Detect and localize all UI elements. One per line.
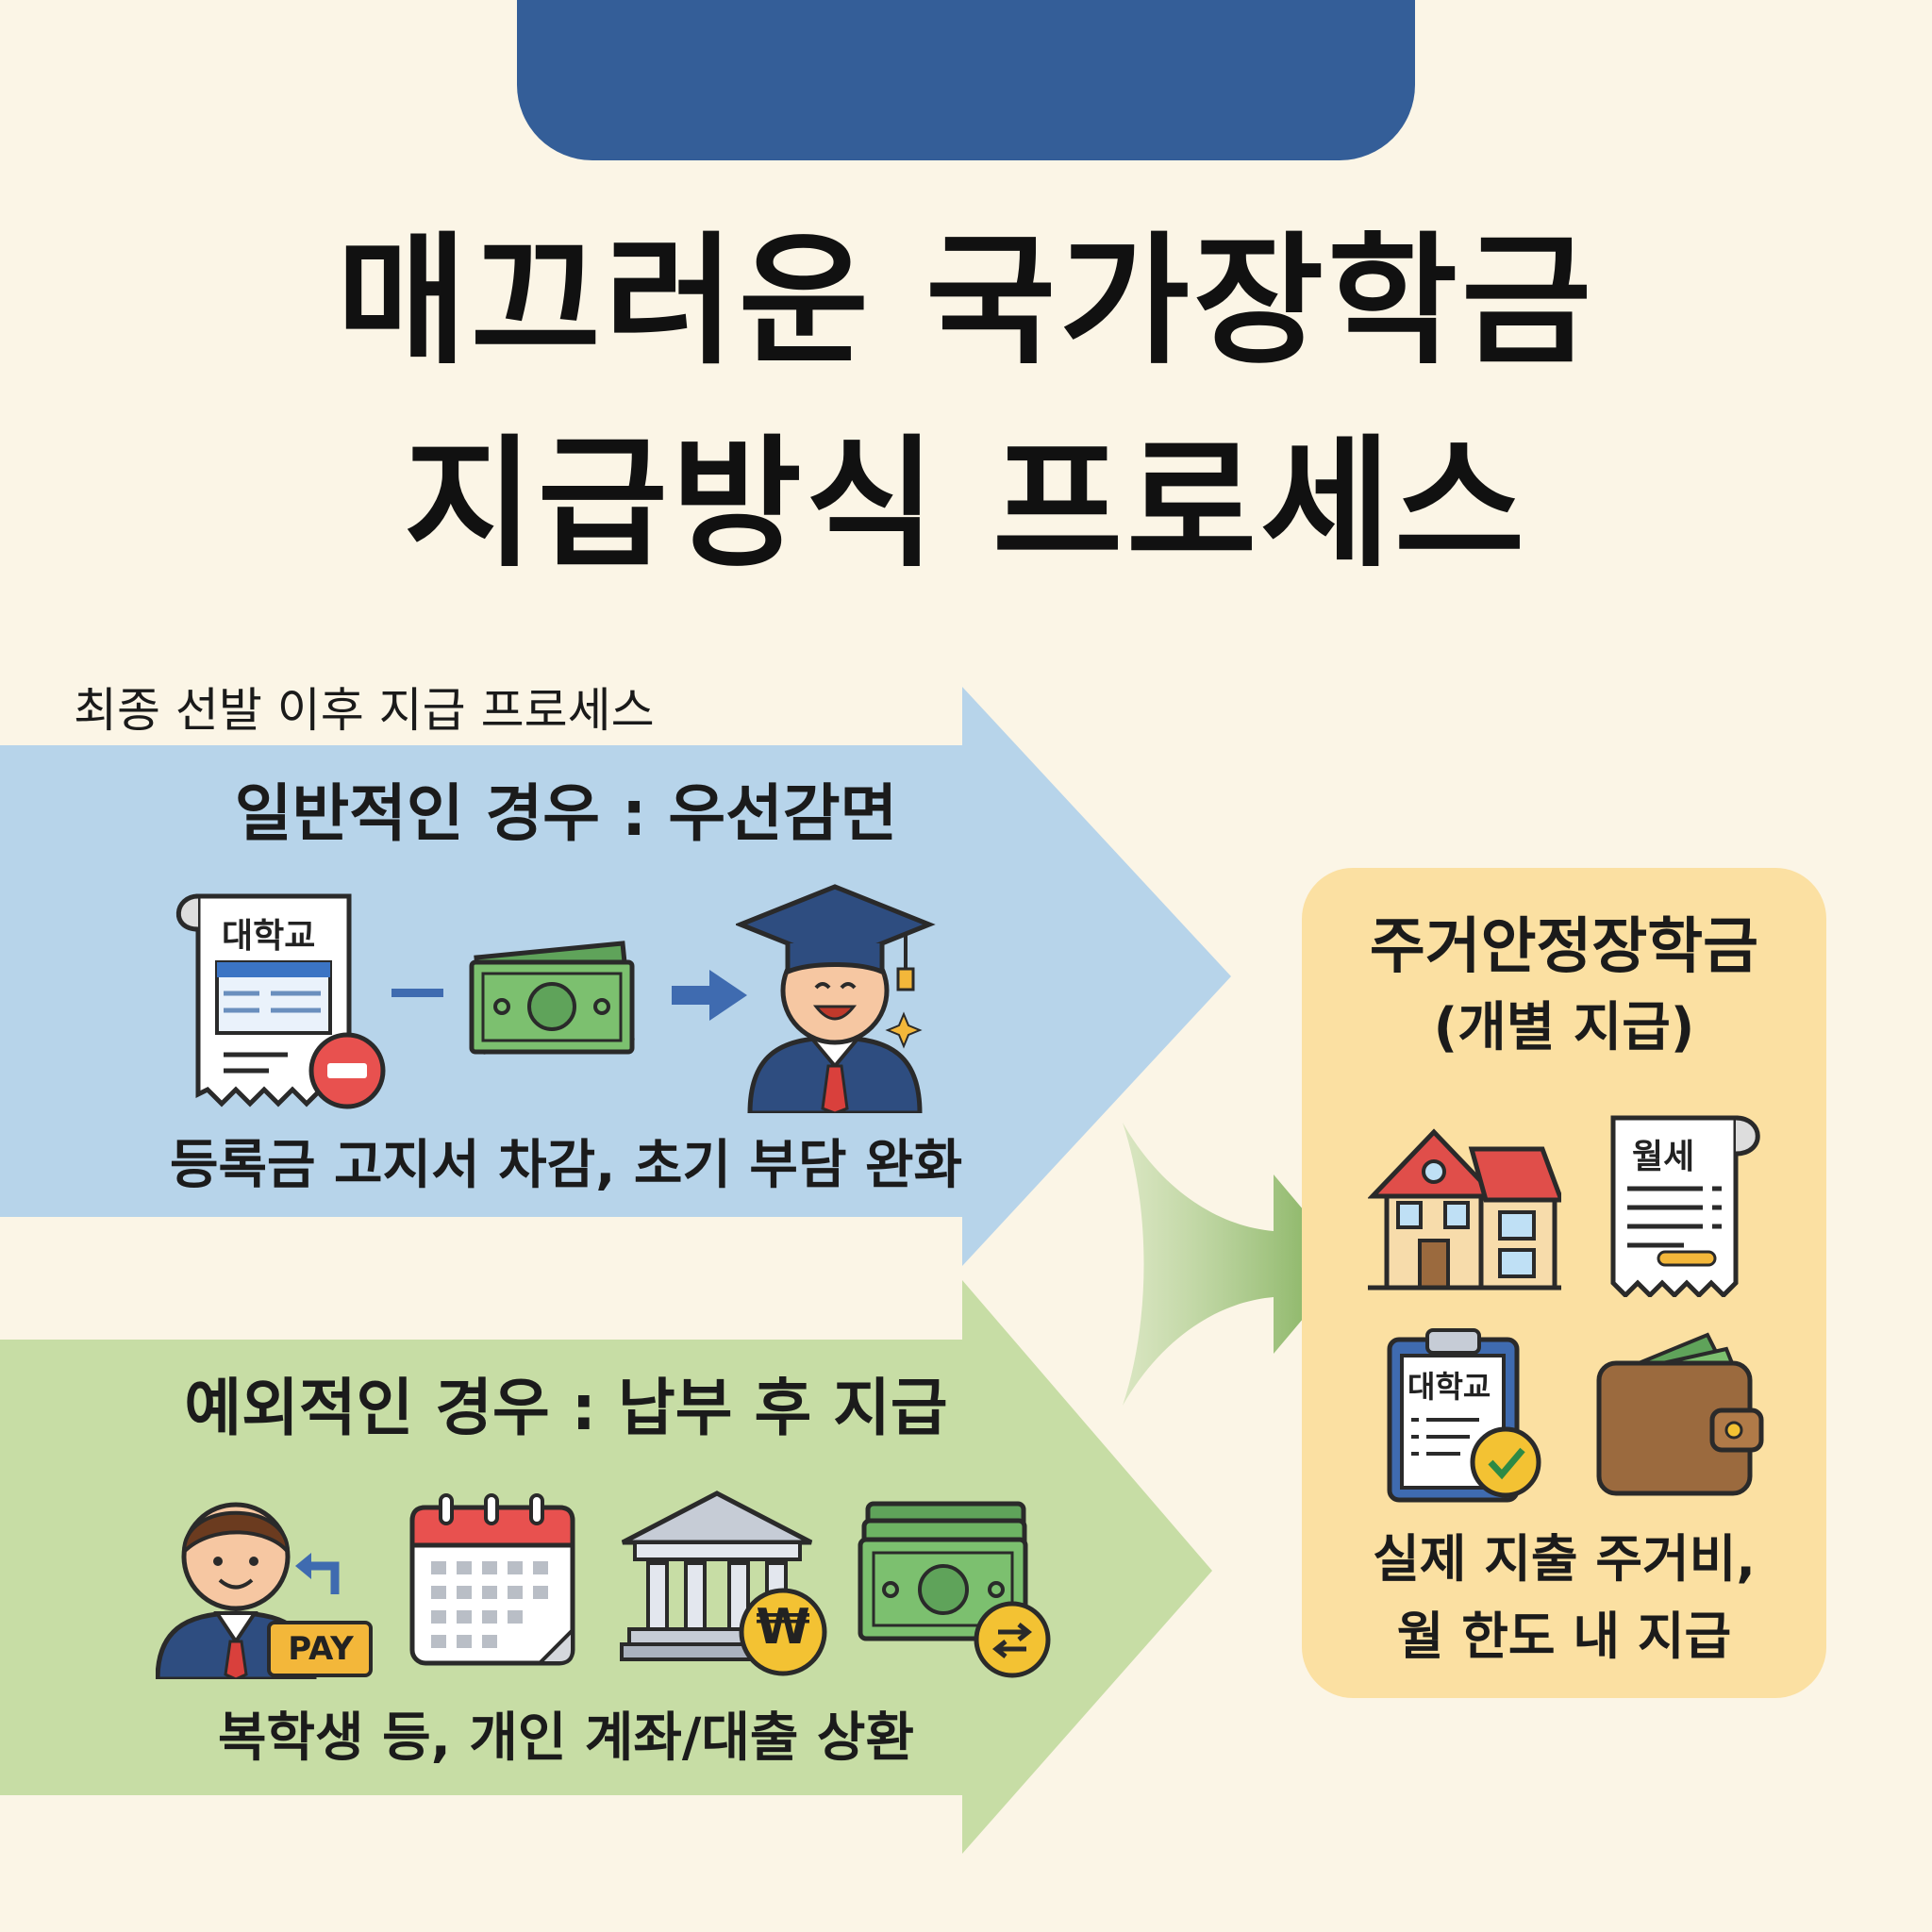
person-pay-icon: PAY (155, 1481, 373, 1682)
bank-icon: ₩ (618, 1486, 835, 1679)
house-icon (1368, 1128, 1561, 1291)
minus-sign (391, 989, 443, 997)
wallet-icon (1596, 1332, 1764, 1496)
exception-case-arrow (0, 1280, 1212, 1854)
invoice-icon: 대학교 (165, 891, 401, 1113)
connector-arrow (1123, 1123, 1349, 1406)
general-case-caption: 등록금 고지서 차감, 초기 부담 완화 (169, 1135, 963, 1196)
arrow-right-icon (672, 970, 747, 1021)
pay-label: PAY (288, 1630, 354, 1668)
page-title-line2: 지급방식 프로세스 (403, 423, 1529, 587)
clipboard-label: 대학교 (1407, 1369, 1491, 1405)
housing-caption-line2: 월 한도 내 지급 (1396, 1607, 1732, 1666)
rent-label: 월세 (1632, 1138, 1695, 1176)
subheading: 최종 선발 이후 지급 프로세스 (74, 683, 655, 738)
general-case-title: 일반적인 경우 : 우선감면 (234, 777, 898, 850)
top-banner (517, 0, 1415, 160)
housing-caption-line1: 실제 지출 주거비, (1373, 1529, 1756, 1589)
rent-receipt-icon: 월세 (1604, 1108, 1769, 1299)
invoice-label: 대학교 (222, 917, 316, 956)
clipboard-check-icon: 대학교 (1385, 1325, 1545, 1505)
calendar-icon (409, 1493, 575, 1666)
page-title-line1: 매끄러운 국가장학금 (336, 220, 1596, 384)
cash-repay-icon (858, 1501, 1051, 1678)
cash-icon (462, 939, 641, 1057)
exception-case-title: 예외적인 경우 : 납부 후 지급 (184, 1372, 948, 1444)
won-symbol: ₩ (756, 1599, 810, 1656)
exception-case-caption: 복학생 등, 개인 계좌/대출 상환 (218, 1707, 914, 1769)
housing-panel-subtitle: (개별 지급) (1433, 997, 1695, 1058)
graduate-icon (734, 882, 939, 1116)
housing-panel-title: 주거안정장학금 (1369, 912, 1759, 982)
